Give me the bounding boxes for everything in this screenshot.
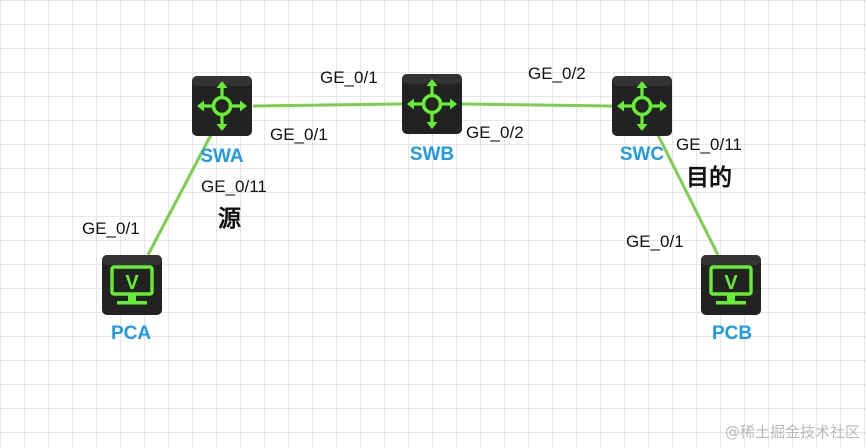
- link-swb-swc[interactable]: [461, 102, 613, 108]
- port-label-pca-up: GE_0/1: [82, 219, 140, 238]
- swb-switch-icon[interactable]: [400, 72, 464, 136]
- swa-label: SWA: [200, 146, 244, 167]
- link-swc-pcb[interactable]: [655, 132, 720, 256]
- source-label: 源: [218, 205, 241, 232]
- link-swa-pca[interactable]: [146, 132, 214, 256]
- port-label-swa-down: GE_0/11: [201, 177, 267, 196]
- pcb-monitor-icon[interactable]: V: [699, 253, 763, 317]
- swc-label: SWC: [620, 144, 665, 165]
- port-label-swc-down: GE_0/11: [676, 135, 742, 154]
- port-label-pcb-up: GE_0/1: [626, 232, 684, 251]
- pca-monitor-glyph: V: [125, 272, 139, 294]
- swc-switch-icon[interactable]: [610, 74, 674, 138]
- swa-switch-icon[interactable]: [190, 74, 254, 138]
- pca-monitor-icon[interactable]: V: [100, 253, 164, 317]
- link-swa-swb[interactable]: [252, 102, 403, 108]
- pca-label: PCA: [111, 323, 151, 344]
- pcb-label: PCB: [712, 323, 752, 344]
- watermark-text: @稀土掘金技术社区: [725, 423, 860, 441]
- port-label-swc-left-top: GE_0/2: [528, 64, 586, 83]
- port-label-swa-right: GE_0/1: [270, 125, 328, 144]
- port-label-swb-left-top: GE_0/1: [320, 68, 378, 87]
- port-label-swb-right: GE_0/2: [466, 123, 524, 142]
- swb-label: SWB: [410, 144, 454, 165]
- destination-label: 目的: [686, 164, 732, 191]
- pcb-monitor-glyph: V: [724, 272, 738, 294]
